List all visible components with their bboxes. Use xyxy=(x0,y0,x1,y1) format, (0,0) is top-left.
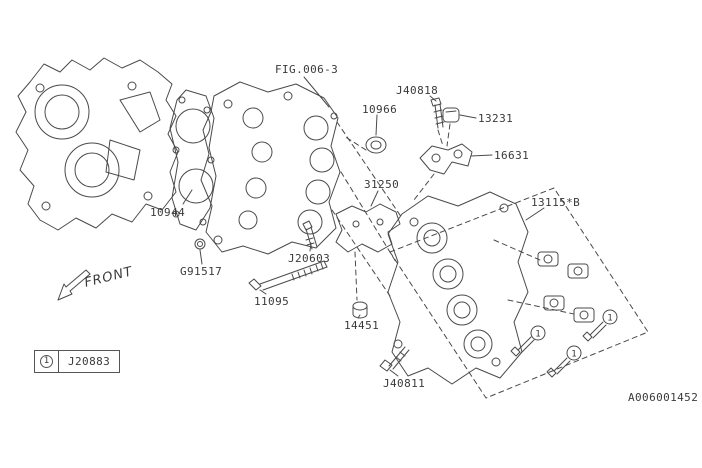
part-label-14451[interactable]: 14451 xyxy=(344,319,380,332)
bolt-j40811-drawing xyxy=(379,346,410,372)
part-label-16631[interactable]: 16631 xyxy=(494,149,530,162)
numbered-bolt-drawing xyxy=(510,321,607,378)
callout-1-marker[interactable]: 1 xyxy=(566,345,582,361)
part-label-j20603[interactable]: J20603 xyxy=(288,252,331,265)
part-label-11095[interactable]: 11095 xyxy=(254,295,290,308)
figure-ref-label: FIG.006-3 xyxy=(275,63,339,76)
svg-text:1: 1 xyxy=(571,350,576,360)
baffle-31250-drawing xyxy=(335,203,401,253)
legend-part-code[interactable]: J20883 xyxy=(68,355,111,368)
svg-text:1: 1 xyxy=(607,314,612,324)
callout-1-marker[interactable]: 1 xyxy=(530,325,546,341)
seal-10966-drawing xyxy=(365,136,387,154)
svg-text:1: 1 xyxy=(535,330,540,340)
legend-callout-1-icon: 1 xyxy=(40,355,53,368)
part-label-j40811[interactable]: J40811 xyxy=(383,377,426,390)
cam-caps-drawing xyxy=(537,251,595,323)
head-gasket-drawing xyxy=(169,89,217,231)
pin-g91517-drawing xyxy=(194,238,206,250)
bracket-16631-drawing xyxy=(419,143,473,175)
plug-14451-drawing xyxy=(352,301,368,319)
callout-1-marker[interactable]: 1 xyxy=(602,309,618,325)
legend-marker-cell: 1 xyxy=(35,351,59,372)
part-label-13115b[interactable]: 13115*B xyxy=(531,196,581,209)
cylinder-head-drawing xyxy=(200,81,341,255)
bolt-j40818-drawing xyxy=(430,97,445,129)
part-label-g91517[interactable]: G91517 xyxy=(180,265,223,278)
front-arrow-icon xyxy=(57,269,91,301)
legend-box: 1 J20883 xyxy=(34,350,121,373)
cap-13231-drawing xyxy=(442,107,460,123)
part-label-31250[interactable]: 31250 xyxy=(364,178,400,191)
leader-lines xyxy=(182,76,545,377)
assembly-dashed-lines xyxy=(331,121,649,399)
camshaft-carrier-drawing xyxy=(387,191,529,385)
part-label-10944[interactable]: 10944 xyxy=(150,206,186,219)
part-label-j40818[interactable]: J40818 xyxy=(396,84,439,97)
bolt-11095-drawing xyxy=(248,260,328,291)
document-number: A006001452 xyxy=(628,391,699,404)
part-label-10966[interactable]: 10966 xyxy=(362,103,398,116)
engine-block-drawing xyxy=(15,57,179,231)
part-label-13231[interactable]: 13231 xyxy=(478,112,514,125)
